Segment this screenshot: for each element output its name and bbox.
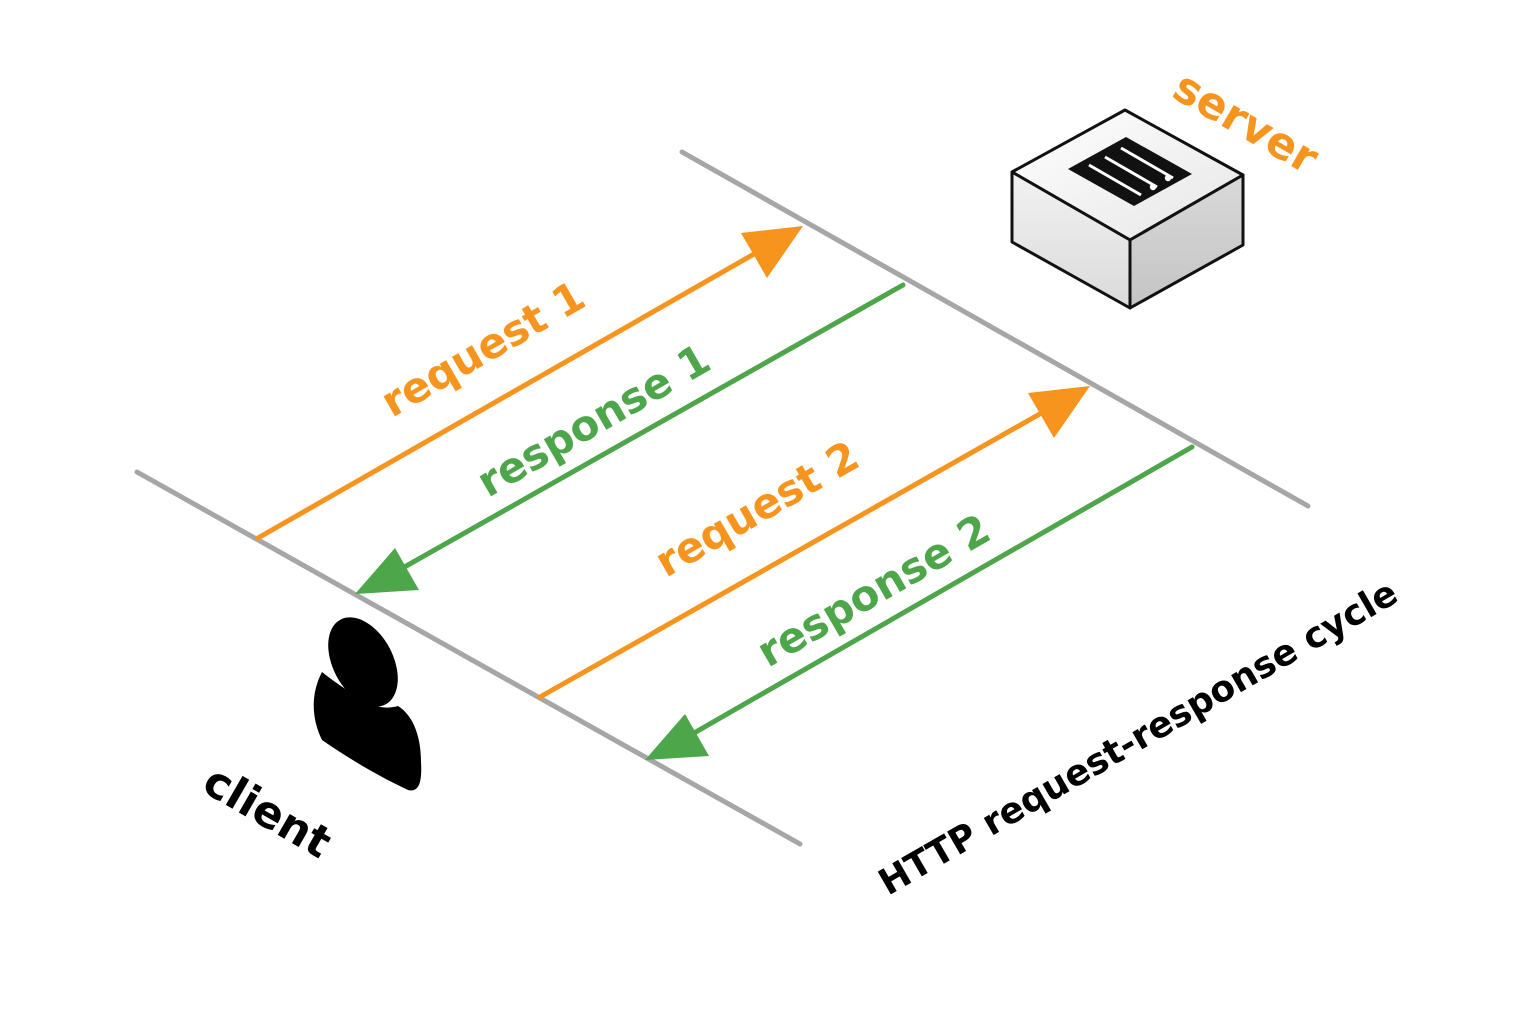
request-2-arrow xyxy=(537,386,1090,700)
client-timeline xyxy=(134,469,803,847)
response-2-arrow xyxy=(645,444,1195,760)
response-1-arrow xyxy=(355,282,906,594)
server-rack-icon xyxy=(1068,137,1192,206)
server-timeline xyxy=(679,149,1311,509)
request-2-label: request 2 xyxy=(647,431,868,587)
client-label: client xyxy=(195,755,340,868)
diagram-caption: HTTP request-response cycle xyxy=(872,573,1405,904)
request-1-label: request 1 xyxy=(373,271,594,427)
user-silhouette-icon xyxy=(313,617,422,791)
response-2-label: response 2 xyxy=(749,504,999,677)
request-1-arrow xyxy=(255,226,803,541)
server-box-icon xyxy=(1010,108,1245,310)
